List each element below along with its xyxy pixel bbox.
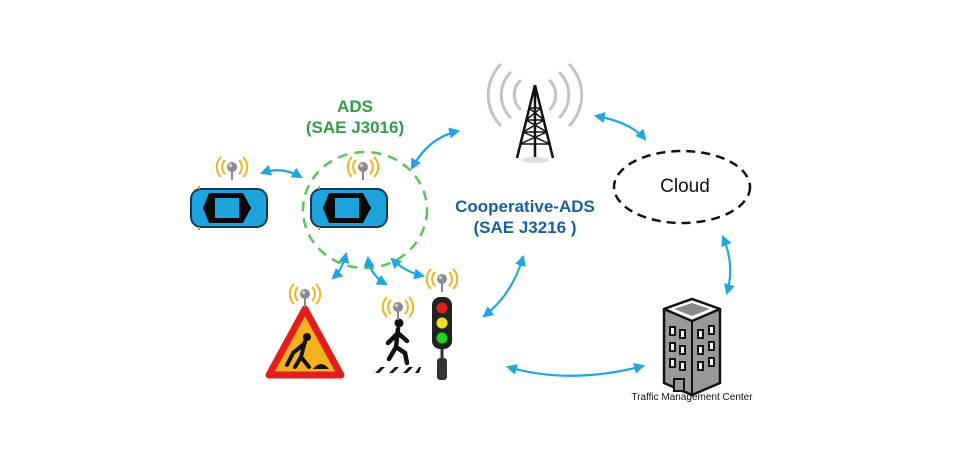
traffic-light-icon — [432, 297, 452, 380]
arrow-car-to-ads — [259, 164, 303, 179]
car-ads-icon — [310, 185, 388, 231]
arrow-ads-to-pedestrian — [363, 255, 388, 286]
antenna-icon — [288, 283, 322, 308]
antenna-icon — [346, 156, 380, 181]
pedestrian-crossing-icon — [375, 318, 421, 373]
arrow-ads-to-roadwork — [331, 251, 350, 280]
arrow-tower-to-cloud — [593, 112, 647, 141]
arrow-coop-to-trafficlight — [482, 254, 526, 318]
road-work-sign-icon — [265, 305, 345, 379]
cell-tower-icon — [486, 62, 584, 163]
cooperative-ads-title: Cooperative-ADS — [455, 197, 595, 216]
arrow-ads-to-trafficlight — [390, 257, 426, 280]
antenna-icon — [381, 296, 415, 321]
car-left-icon — [190, 185, 268, 231]
arrow-cloud-to-tmc — [721, 234, 735, 296]
cloud-label: Cloud — [660, 176, 710, 197]
arrow-ads-to-tower — [410, 127, 461, 170]
cooperative-ads-label: Cooperative-ADS (SAE J3216 ) — [430, 196, 620, 238]
cloud-boundary — [612, 149, 752, 225]
ads-label-title: ADS — [337, 97, 373, 116]
antenna-icon — [425, 268, 459, 293]
arrow-trafficlight-to-tmc — [505, 362, 646, 377]
ads-label: ADS (SAE J3016) — [290, 96, 420, 138]
traffic-management-center-icon — [662, 297, 722, 397]
cooperative-ads-standard: (SAE J3216 ) — [473, 218, 577, 237]
tmc-label: Traffic Management Center — [631, 392, 753, 403]
ads-label-standard: (SAE J3016) — [305, 118, 405, 137]
antenna-icon — [215, 156, 249, 181]
